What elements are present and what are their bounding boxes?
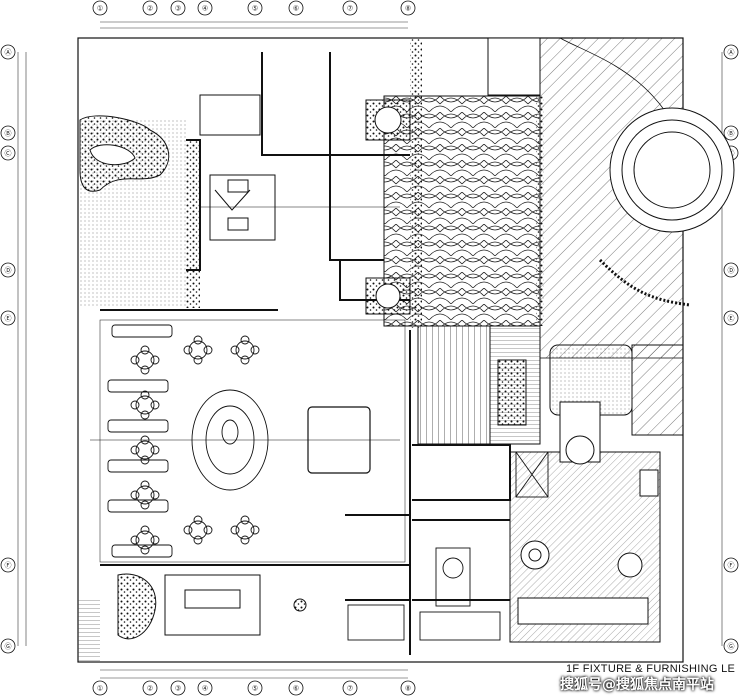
grid-bottom-1-bubble	[92, 680, 108, 696]
table-set	[130, 345, 160, 375]
sofa	[107, 459, 169, 473]
grid-bottom-7-label: ⑦	[347, 685, 353, 693]
grid-bottom-3-label: ③	[175, 685, 181, 693]
grid-bottom-6-label: ⑥	[293, 685, 299, 693]
table-set	[183, 515, 213, 545]
garden-bottom-left	[78, 573, 307, 662]
grid-top-7-label: ⑦	[347, 5, 353, 13]
reception-area	[199, 94, 400, 241]
grid-top-3-label: ③	[175, 5, 181, 13]
sofa	[107, 419, 169, 433]
grid-top-5-bubble	[247, 0, 263, 16]
grid-bottom-5-label: ⑤	[252, 685, 258, 693]
grid-top-3-bubble	[170, 0, 186, 16]
grid-bottom-1-label: ①	[97, 685, 103, 693]
grid-left-3-bubble	[0, 145, 16, 161]
grid-right-1-label: Ⓐ	[728, 49, 735, 57]
grid-left-5-bubble	[0, 310, 16, 326]
grid-left-7-label: Ⓖ	[5, 643, 12, 651]
grid-bottom-5-bubble	[247, 680, 263, 696]
grid-bottom-4-label: ④	[202, 685, 208, 693]
grid-bottom-8-bubble	[400, 680, 416, 696]
grid-left-6-bubble	[0, 557, 16, 573]
grid-bottom-8-label: ⑧	[405, 685, 411, 693]
grid-bottom-6-bubble	[288, 680, 304, 696]
grid-top-1-bubble	[92, 0, 108, 16]
interior-walls	[100, 52, 511, 655]
grid-left-7-bubble	[0, 638, 16, 654]
watermark-text: 搜狐号@搜狐焦点南平站	[560, 677, 714, 693]
table-set	[230, 335, 260, 365]
table-set	[130, 480, 160, 510]
grid-right-4-bubble	[723, 262, 739, 278]
grid-left-2-label: Ⓑ	[5, 130, 12, 138]
grid-top-6-label: ⑥	[293, 5, 299, 13]
garden-top-left	[78, 115, 200, 308]
drawing-title: 1F FIXTURE & FURNISHING LE	[566, 663, 736, 675]
grid-right-5-bubble	[723, 310, 739, 326]
grid-bottom-3-bubble	[170, 680, 186, 696]
sofa	[111, 324, 173, 338]
grid-top-8-bubble	[400, 0, 416, 16]
grid-left-2-bubble	[0, 125, 16, 141]
grid-bottom-4-bubble	[197, 680, 213, 696]
table-set	[130, 390, 160, 420]
grid-left-4-bubble	[0, 262, 16, 278]
grid-top-6-bubble	[288, 0, 304, 16]
grid-axis-bottom: ① ② ③ ④ ⑤ ⑥ ⑦ ⑧	[92, 680, 416, 696]
entry-corridor	[417, 325, 684, 445]
grid-right-6-bubble	[723, 557, 739, 573]
grid-right-7-label: Ⓖ	[728, 643, 735, 651]
grid-left-6-label: Ⓕ	[5, 562, 12, 570]
grid-left-1-label: Ⓐ	[5, 49, 12, 57]
lounge-seating	[90, 319, 406, 563]
grid-right-2-bubble	[723, 125, 739, 141]
planters	[365, 99, 527, 426]
grid-right-7-bubble	[723, 638, 739, 654]
grid-axis-top: ① ② ③ ④ ⑤ ⑥ ⑦ ⑧	[92, 0, 416, 16]
grid-top-4-label: ④	[202, 5, 208, 13]
exterior-deck	[487, 37, 735, 359]
grid-right-5-label: Ⓔ	[728, 315, 735, 323]
grid-right-1-bubble	[723, 44, 739, 60]
grid-top-4-bubble	[197, 0, 213, 16]
grid-left-3-label: Ⓒ	[5, 150, 12, 158]
table-set	[230, 515, 260, 545]
grid-top-2-label: ②	[147, 5, 153, 13]
grid-top-1-label: ①	[97, 5, 103, 13]
grid-top-5-label: ⑤	[252, 5, 258, 13]
grid-top-2-bubble	[142, 0, 158, 16]
grid-top-7-bubble	[342, 0, 358, 16]
lounge-lower-right	[509, 401, 661, 643]
grid-right-2-label: Ⓑ	[728, 130, 735, 138]
grid-bottom-2-label: ②	[147, 685, 153, 693]
table-set	[130, 525, 160, 555]
grid-bottom-7-bubble	[342, 680, 358, 696]
grid-top-8-label: ⑧	[405, 5, 411, 13]
sofa	[107, 379, 169, 393]
grid-left-4-label: Ⓓ	[5, 267, 12, 275]
grid-right-4-label: Ⓓ	[728, 267, 735, 275]
table-set	[183, 335, 213, 365]
restrooms	[347, 451, 549, 641]
grid-left-1-bubble	[0, 44, 16, 60]
grid-axis-left: Ⓐ Ⓑ Ⓒ Ⓓ Ⓔ Ⓕ Ⓖ	[0, 44, 16, 654]
sofa	[107, 499, 169, 513]
grid-left-5-label: Ⓔ	[5, 315, 12, 323]
grid-bottom-2-bubble	[142, 680, 158, 696]
grid-right-6-label: Ⓕ	[728, 562, 735, 570]
sofa	[111, 544, 173, 558]
